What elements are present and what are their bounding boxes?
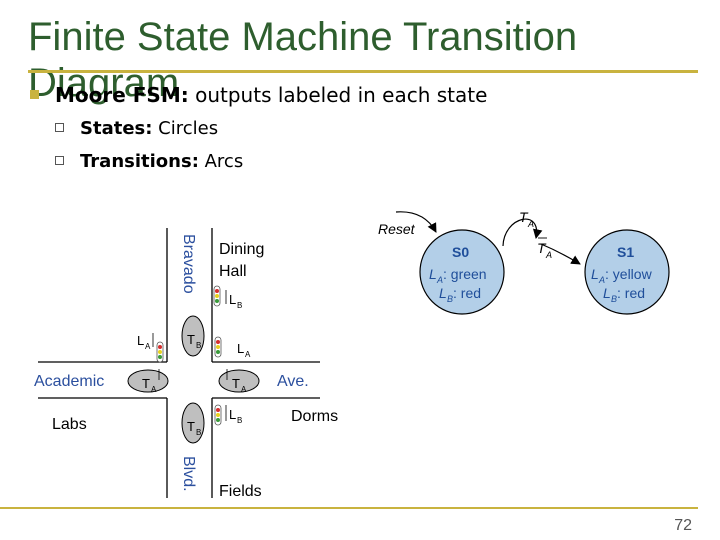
state-s1-out2-sub: B xyxy=(611,294,617,304)
place-dining: Dining xyxy=(219,241,264,258)
title-underline xyxy=(28,70,698,73)
page-number: 72 xyxy=(674,517,692,534)
footer-rule xyxy=(0,507,698,509)
state-s0: S0 L A : green L B : red xyxy=(419,229,505,315)
slide-title: Finite State Machine Transition Diagram xyxy=(28,15,578,105)
light-subscript: A xyxy=(245,350,251,359)
traffic-light-lb-north: L B xyxy=(213,285,242,310)
bullet-bold: Moore FSM: xyxy=(55,83,189,107)
traffic-light-lb-south: L B xyxy=(214,404,242,426)
state-s1-out2-var: L xyxy=(603,285,611,301)
sensor-tb-north: T B xyxy=(181,315,205,357)
street-blvd: Blvd. xyxy=(180,456,197,492)
state-s1-out2-val: : red xyxy=(617,285,645,301)
transition-label: T xyxy=(537,240,547,256)
state-s0-out2-sub: B xyxy=(447,294,453,304)
state-s0-out1-sub: A xyxy=(436,275,443,285)
light-label: L xyxy=(229,292,236,307)
subbullet-marker xyxy=(55,122,64,132)
transition-arrow xyxy=(540,243,581,265)
reset-arrow xyxy=(395,211,437,233)
bullet-moore-fsm: Moore FSM: outputs labeled in each state xyxy=(55,83,487,107)
sensor-subscript: B xyxy=(196,428,201,437)
state-s1-out1-val: : yellow xyxy=(605,266,653,282)
state-s0-out1-val: : green xyxy=(443,266,487,282)
state-s1: S1 L A : yellow L B : red xyxy=(584,229,670,315)
state-s0-out2-var: L xyxy=(439,285,447,301)
street-academic: Academic xyxy=(34,373,104,390)
light-subscript: A xyxy=(145,342,151,351)
place-fields: Fields xyxy=(219,483,262,500)
bullet-marker xyxy=(30,90,39,99)
state-s1-name: S1 xyxy=(617,244,634,260)
intersection-map: Bravado Blvd. Academic Ave. Dining Hall … xyxy=(34,228,338,500)
traffic-light-la-west: L A xyxy=(137,333,164,363)
sensor-tb-south: T B xyxy=(181,402,205,444)
subbullet-transitions-bold: Transitions: xyxy=(80,151,199,172)
self-loop-label: T xyxy=(519,209,529,225)
transition-subscript: A xyxy=(545,250,552,260)
state-s0-out2-val: : red xyxy=(453,285,481,301)
traffic-light-la-center xyxy=(158,369,228,380)
sensor-subscript: A xyxy=(151,385,157,394)
light-label: L xyxy=(137,333,144,348)
sensor-label: T xyxy=(187,332,195,347)
sensor-label: T xyxy=(187,419,195,434)
state-s0-name: S0 xyxy=(452,244,469,260)
subbullet-states-text: Circles xyxy=(152,118,219,139)
place-labs: Labs xyxy=(52,416,87,433)
bullet-text: outputs labeled in each state xyxy=(188,83,488,107)
subbullet-marker xyxy=(55,155,64,165)
light-subscript: B xyxy=(237,416,242,425)
subbullet-transitions: Transitions: Arcs xyxy=(55,151,243,172)
traffic-light-la-east: L A xyxy=(214,336,251,359)
state-s1-out1-var: L xyxy=(591,266,599,282)
state-s1-out1-sub: A xyxy=(598,275,605,285)
sensor-label: T xyxy=(232,376,240,391)
sensor-label: T xyxy=(142,376,150,391)
place-dorms: Dorms xyxy=(291,408,338,425)
fsm-diagram: Reset T A T A S0 L A : green L B : red S… xyxy=(378,209,670,315)
subbullet-transitions-text: Arcs xyxy=(198,151,244,172)
sensor-subscript: B xyxy=(196,341,201,350)
self-loop-subscript: A xyxy=(527,219,534,229)
street-bravado: Bravado xyxy=(180,234,197,294)
state-s0-out1-var: L xyxy=(429,266,437,282)
light-label: L xyxy=(229,407,236,422)
sensor-ta-east: T A xyxy=(218,369,260,394)
subbullet-states-bold: States: xyxy=(80,118,153,139)
sensor-ta-west: T A xyxy=(127,369,169,394)
place-hall: Hall xyxy=(219,263,247,280)
subbullet-states: States: Circles xyxy=(55,118,218,139)
sensor-subscript: A xyxy=(241,385,247,394)
reset-label: Reset xyxy=(378,221,416,237)
street-ave: Ave. xyxy=(277,373,309,390)
light-subscript: B xyxy=(237,301,242,310)
self-loop-arrow xyxy=(502,218,543,247)
light-label: L xyxy=(237,341,244,356)
